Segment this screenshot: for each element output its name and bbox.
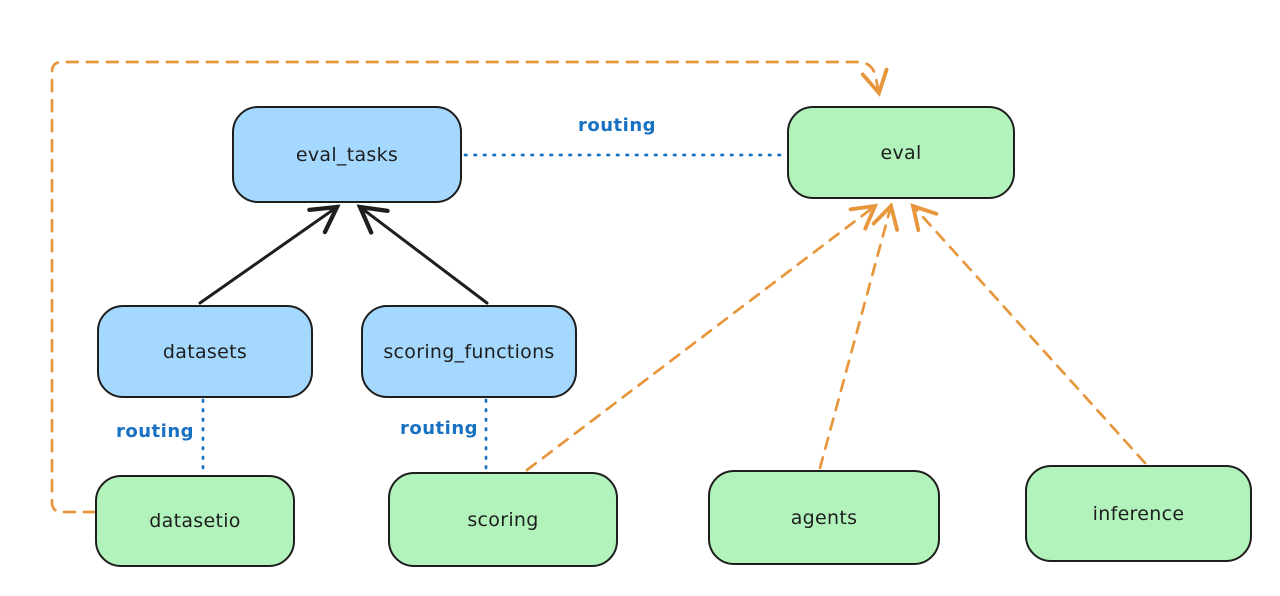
edge-label-routing-datasets-datasetio: routing <box>116 421 195 442</box>
node-eval-tasks: eval_tasks <box>232 106 462 203</box>
edge-inference-to-eval <box>910 203 1147 465</box>
node-scoring-functions: scoring_functions <box>361 305 577 398</box>
node-inference: inference <box>1025 465 1252 562</box>
edge-datasets-to-eval-tasks <box>198 204 341 305</box>
node-eval-tasks-label: eval_tasks <box>295 143 399 166</box>
node-scoring-label: scoring <box>467 508 539 531</box>
edge-label-routing-scoring-functions-scoring: routing <box>400 418 479 439</box>
node-datasetio-label: datasetio <box>149 510 241 532</box>
node-agents-label: agents <box>790 506 858 529</box>
node-agents: agents <box>708 470 940 565</box>
edge-datasetio-to-eval-elbow <box>50 60 889 514</box>
edge-scoring-functions-to-eval-tasks <box>356 204 489 305</box>
node-eval-label: eval <box>880 141 922 164</box>
edge-scoring-to-eval <box>525 203 879 472</box>
node-datasets-label: datasets <box>162 340 248 363</box>
edge-label-routing-eval-tasks-eval: routing <box>578 115 657 136</box>
node-scoring: scoring <box>388 472 618 567</box>
node-datasets: datasets <box>97 305 313 398</box>
node-datasetio: datasetio <box>95 475 295 567</box>
edge-agents-to-eval <box>818 202 900 470</box>
node-scoring-functions-label: scoring_functions <box>383 340 555 363</box>
node-eval: eval <box>787 106 1015 199</box>
node-inference-label: inference <box>1092 502 1185 525</box>
